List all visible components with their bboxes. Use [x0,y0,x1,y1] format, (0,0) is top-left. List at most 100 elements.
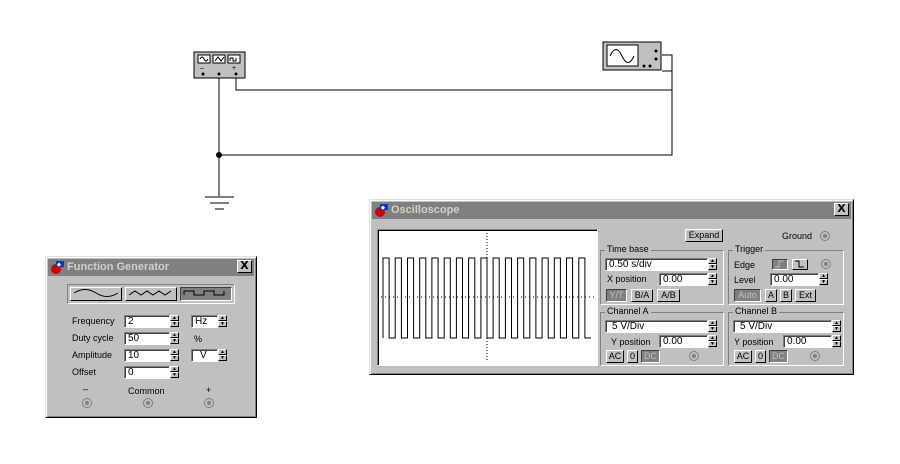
offset-label: Offset [72,367,96,377]
edge-rising-button[interactable] [772,259,788,270]
channel-b-group: Channel B 5 V/Div ▲▼ Y position 0.00 ▲▼ … [728,306,844,366]
channel-b-ac-button[interactable]: AC [734,350,752,363]
trigger-a-button[interactable]: A [765,289,777,302]
terminal-plus-connector[interactable] [204,398,214,408]
channel-a-zero-button[interactable]: 0 [627,350,638,363]
waveform-square-button[interactable] [180,287,232,301]
frequency-unit-select[interactable]: Hz [191,315,218,328]
app-icon: ◆ [51,261,64,274]
channel-b-scale-spinner[interactable]: ▲▼ [832,320,841,333]
function-generator-device[interactable]: – + [193,51,246,79]
time-base-title: Time base [605,244,651,254]
mode-ab-button[interactable]: A/B [657,289,680,302]
channel-a-ac-button[interactable]: AC [606,350,624,363]
terminal-minus-label: – [83,384,89,394]
channel-b-y-position-spinner[interactable]: ▲▼ [832,335,841,348]
svg-text:+: + [232,65,236,72]
function-generator-window: ◆ Function Generator X Frequency 2 ▲▼ Hz… [45,256,257,418]
channel-b-zero-button[interactable]: 0 [755,350,766,363]
channel-b-y-position-label: Y position [734,337,774,347]
channel-a-y-position-input[interactable]: 0.00 [659,335,708,348]
svg-text:◆: ◆ [56,262,61,268]
ground-label: Ground [782,231,813,241]
channel-a-y-position-label: Y position [611,337,651,347]
duty-cycle-unit: % [194,334,203,344]
ext-trigger-connector[interactable] [821,259,831,269]
channel-b-y-position-input[interactable]: 0.00 [783,335,832,348]
trigger-group: Trigger Edge Level 0.00 ▲▼ Auto A B Ext [728,244,844,305]
duty-cycle-label: Duty cycle [72,333,114,343]
waveform-selector [67,284,235,304]
rising-edge-icon [775,260,784,268]
waveform-sine-button[interactable] [70,287,122,301]
channel-a-y-position-spinner[interactable]: ▲▼ [708,335,717,348]
svg-text:–: – [200,65,204,72]
window-title: Function Generator [67,261,170,273]
time-base-group: Time base 0.50 s/div ▲▼ X position 0.00 … [600,244,724,305]
frequency-input[interactable]: 2 [124,315,170,328]
duty-cycle-input[interactable]: 50 [124,332,170,345]
frequency-unit-spinner[interactable]: ▲▼ [218,315,227,328]
close-button[interactable]: X [237,260,252,273]
square-icon [183,290,225,296]
duty-cycle-spinner[interactable]: ▲▼ [170,332,179,345]
app-icon: ◆ [375,204,388,217]
waveform-triangle-button[interactable] [125,287,177,301]
time-base-input[interactable]: 0.50 s/div [605,258,708,271]
edge-label: Edge [734,260,756,270]
channel-a-dc-button[interactable]: DC [641,350,660,363]
sine-icon [73,289,119,297]
wire-common [218,70,673,156]
trigger-ext-button[interactable]: Ext [795,289,816,302]
function-generator-titlebar[interactable]: ◆ Function Generator X [48,259,254,276]
channel-a-trace [382,257,591,339]
scope-screen [377,229,598,366]
channel-a-scale-spinner[interactable]: ▲▼ [708,320,717,333]
x-position-input[interactable]: 0.00 [659,273,708,286]
mode-ba-button[interactable]: B/A [631,289,653,302]
junction-dot [216,152,222,158]
terminal-common-label: Common [128,386,165,396]
channel-b-scale-input[interactable]: 5 V/Div [733,320,832,333]
edge-falling-button[interactable] [792,259,808,270]
terminal-plus-label: + [206,385,212,395]
mode-yt-button[interactable]: Y/T [606,289,627,302]
channel-b-connector[interactable] [810,351,820,361]
channel-b-title: Channel B [733,306,780,316]
svg-text:◆: ◆ [380,205,385,211]
level-spinner[interactable]: ▲▼ [819,273,828,286]
channel-a-group: Channel A 5 V/Div ▲▼ Y position 0.00 ▲▼ … [600,306,724,366]
scope-trace-area [381,233,594,362]
amplitude-input[interactable]: 10 [124,349,170,362]
falling-edge-icon [795,260,804,268]
x-position-spinner[interactable]: ▲▼ [708,273,717,286]
trigger-b-button[interactable]: B [780,289,792,302]
time-base-spinner[interactable]: ▲▼ [708,258,717,271]
oscilloscope-device[interactable] [602,41,662,71]
triangle-icon [128,290,172,296]
oscilloscope-window: ◆ Oscilloscope X Expand Ground Time base… [369,199,854,375]
terminal-minus-connector[interactable] [82,398,92,408]
channel-a-title: Channel A [605,306,651,316]
level-label: Level [734,275,756,285]
window-title: Oscilloscope [391,204,460,216]
ground-connector[interactable] [820,231,830,241]
terminal-common-connector[interactable] [143,398,153,408]
offset-input[interactable]: 0 [124,366,170,379]
channel-a-scale-input[interactable]: 5 V/Div [605,320,708,333]
amplitude-unit-select[interactable]: V [191,349,218,362]
amplitude-unit-spinner[interactable]: ▲▼ [218,349,227,362]
expand-button[interactable]: Expand [685,229,723,242]
trigger-auto-button[interactable]: Auto [734,289,761,302]
channel-b-dc-button[interactable]: DC [769,350,788,363]
frequency-spinner[interactable]: ▲▼ [170,315,179,328]
frequency-label: Frequency [72,316,115,326]
offset-spinner[interactable]: ▲▼ [170,366,179,379]
channel-a-connector[interactable] [689,351,699,361]
level-input[interactable]: 0.00 [770,273,819,286]
amplitude-spinner[interactable]: ▲▼ [170,349,179,362]
oscilloscope-titlebar[interactable]: ◆ Oscilloscope X [372,202,851,219]
trigger-title: Trigger [733,244,766,254]
close-button[interactable]: X [834,203,849,216]
